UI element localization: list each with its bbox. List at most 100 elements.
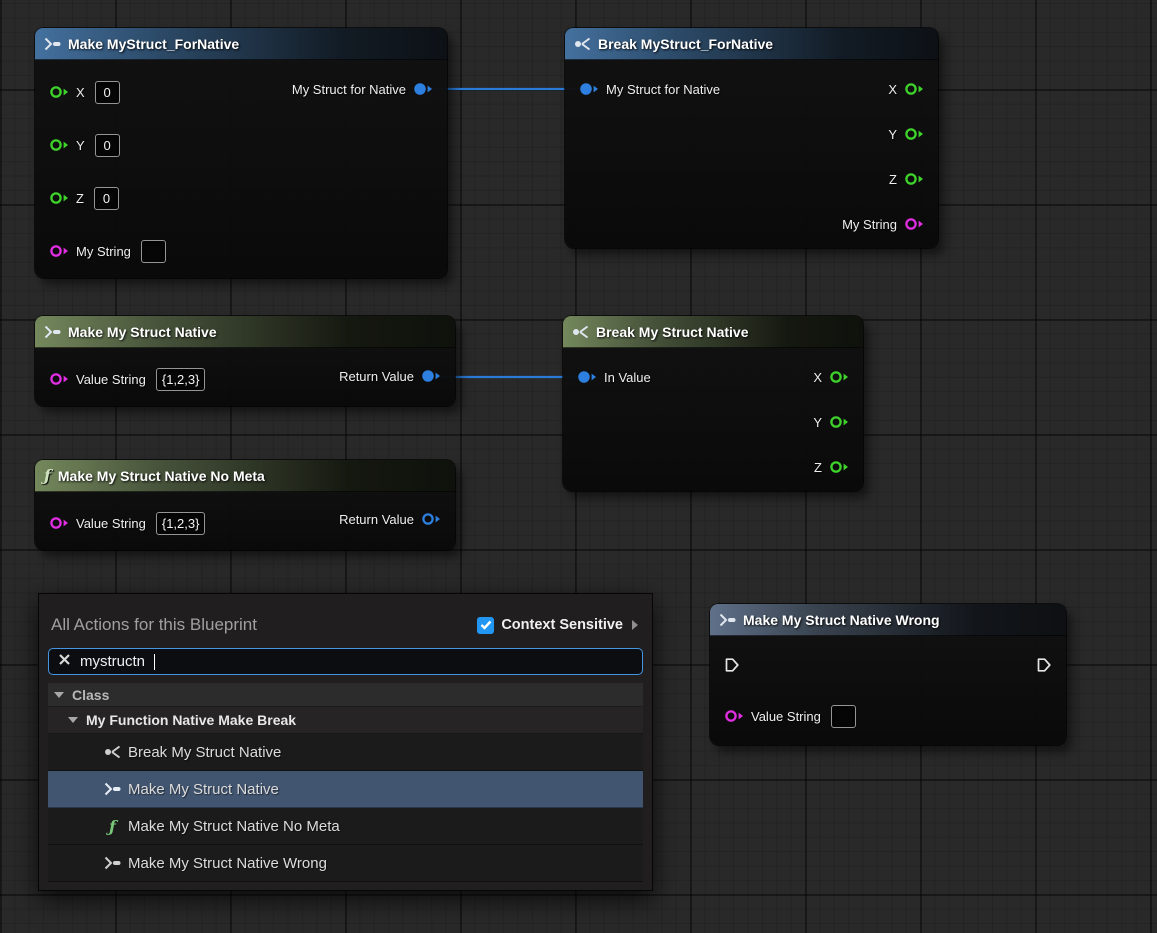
expand-options-icon[interactable] [632,620,638,630]
int-pin-icon[interactable] [829,414,849,430]
node-make-mystruct-fornative[interactable]: Make MyStruct_ForNative X 0 Y 0 Z 0 [35,28,447,278]
value-input[interactable] [830,704,856,728]
pin-row: Z [814,453,849,481]
node-break-my-struct-native[interactable]: Break My Struct Native In Value X Y [563,316,863,491]
node-header[interactable]: Make My Struct Native Wrong [710,604,1066,636]
int-pin-icon[interactable] [49,84,69,100]
break-struct-icon [574,37,591,51]
value-input[interactable]: 0 [93,186,119,210]
make-struct-icon [719,613,736,627]
int-pin-icon[interactable] [829,459,849,475]
break-struct-icon [572,325,589,339]
string-pin-icon[interactable] [49,243,69,259]
pin-row: Y [813,408,849,436]
struct-pin-icon[interactable] [413,81,433,97]
search-box[interactable]: mystructn [48,648,643,675]
struct-pin-icon[interactable] [577,369,597,385]
struct-pin-icon[interactable] [421,368,441,384]
node-title: Make My Struct Native [68,323,217,340]
pin-row: Y 0 [49,131,120,159]
make-struct-icon [44,37,61,51]
context-sensitive-checkbox[interactable] [477,616,495,634]
node-header[interactable]: Break MyStruct_ForNative [565,28,938,60]
value-input[interactable] [140,239,166,263]
string-pin-icon[interactable] [49,371,69,387]
context-sensitive-label: Context Sensitive [501,617,623,633]
node-make-my-struct-native[interactable]: Make My Struct Native Value String {1,2,… [35,316,455,406]
pin-row: X 0 [49,78,120,106]
all-actions-menu: All Actions for this Blueprint Context S… [38,593,653,891]
pin-row: Return Value [339,505,441,533]
clear-search-icon[interactable] [58,653,71,671]
menu-item-label: Make My Struct Native No Meta [128,817,340,835]
menu-item-label: Break My Struct Native [128,743,282,761]
function-icon: ƒ [109,816,116,836]
pin-label: Z [814,459,822,475]
collapse-arrow-icon[interactable] [68,717,78,723]
pin-row: X [813,363,849,391]
int-pin-icon[interactable] [904,126,924,142]
menu-item-label: Make My Struct Native Wrong [128,854,327,872]
pin-label: Z [76,190,84,206]
node-make-my-struct-native-no-meta[interactable]: ƒ Make My Struct Native No Meta Value St… [35,460,455,550]
pin-row: Y [888,120,924,148]
menu-titlebar: All Actions for this Blueprint Context S… [39,594,652,646]
search-input[interactable]: mystructn [80,653,146,670]
pin-label: Return Value [339,511,414,527]
menu-title: All Actions for this Blueprint [51,615,257,634]
collapse-arrow-icon[interactable] [54,691,64,698]
pin-row: My Struct for Native [292,75,433,103]
pin-label: X [813,369,822,385]
tree-category-class[interactable]: Class [48,683,643,707]
pin-label: My String [842,216,897,232]
exec-pin-icon[interactable] [1036,657,1052,673]
node-title: Break MyStruct_ForNative [598,35,774,52]
struct-pin-icon[interactable] [579,81,599,97]
menu-item-make-my-struct-native-no-meta[interactable]: ƒ Make My Struct Native No Meta [48,808,643,845]
pin-label: Y [813,414,822,430]
menu-item-make-my-struct-native-wrong[interactable]: Make My Struct Native Wrong [48,845,643,882]
pin-row: X [888,75,924,103]
menu-item-label: Make My Struct Native [128,780,279,798]
pin-label: My Struct for Native [291,81,406,97]
pin-row [724,651,740,679]
value-input[interactable]: {1,2,3} [155,367,206,391]
int-pin-icon[interactable] [904,81,924,97]
pin-label: Value String [76,515,146,531]
string-pin-icon[interactable] [904,216,924,232]
group-label: My Function Native Make Break [86,712,297,728]
pin-label: Z [889,171,897,187]
value-input[interactable]: 0 [94,133,120,157]
exec-pin-icon[interactable] [724,657,740,673]
menu-item-break-my-struct-native[interactable]: Break My Struct Native [48,734,643,771]
int-pin-icon[interactable] [904,171,924,187]
string-pin-icon[interactable] [49,515,69,531]
context-sensitive-toggle[interactable]: Context Sensitive [477,616,638,634]
int-pin-icon[interactable] [49,137,69,153]
tree-group-my-function-native-make-break[interactable]: My Function Native Make Break [48,707,643,734]
pin-label: Y [76,137,85,153]
pin-row: My Struct for Native [579,75,720,103]
int-pin-icon[interactable] [49,190,69,206]
node-header[interactable]: ƒ Make My Struct Native No Meta [35,460,455,492]
node-title: Make MyStruct_ForNative [68,35,240,52]
node-header[interactable]: Make My Struct Native [35,316,455,348]
node-header[interactable]: Make MyStruct_ForNative [35,28,447,60]
pin-label: X [888,81,897,97]
node-break-mystruct-fornative[interactable]: Break MyStruct_ForNative My Struct for N… [565,28,938,248]
menu-item-make-my-struct-native[interactable]: Make My Struct Native [48,771,643,808]
struct-pin-icon[interactable] [421,511,441,527]
pin-row: Z [889,165,924,193]
pin-row: Z 0 [49,184,119,212]
value-input[interactable]: {1,2,3} [155,511,206,535]
pin-row: My String [842,210,924,238]
node-header[interactable]: Break My Struct Native [563,316,863,348]
int-pin-icon[interactable] [829,369,849,385]
pin-row: Value String [724,702,856,730]
pin-label: Value String [751,708,821,724]
value-input[interactable]: 0 [94,80,120,104]
checkmark-icon [480,620,492,630]
node-make-my-struct-native-wrong[interactable]: Make My Struct Native Wrong Value String [710,604,1066,745]
string-pin-icon[interactable] [724,708,744,724]
